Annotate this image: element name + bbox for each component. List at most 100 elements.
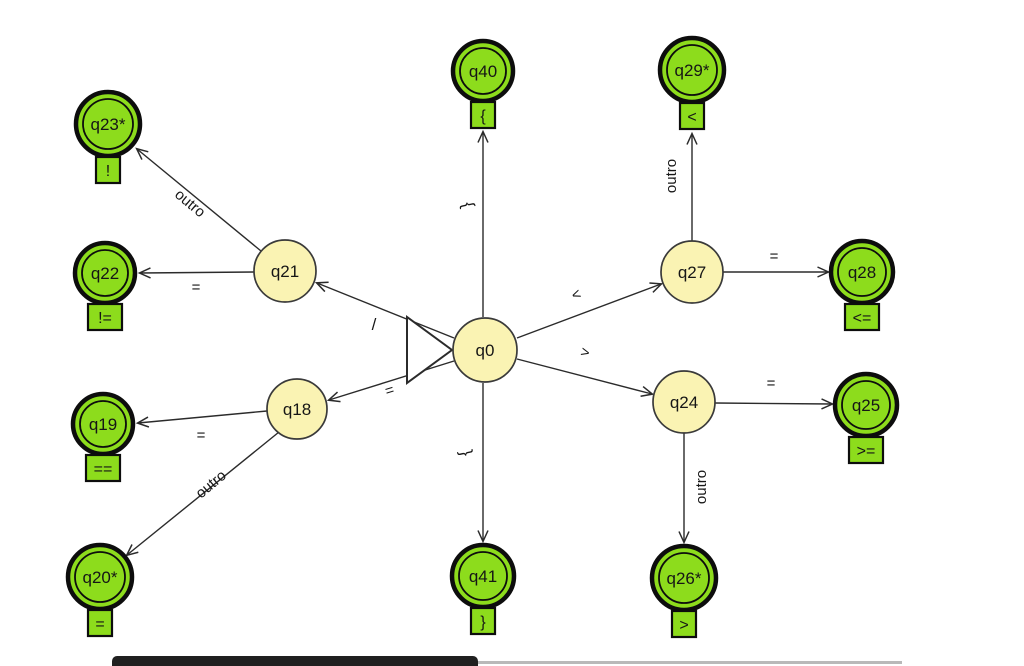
- state-label: q23*: [91, 115, 126, 134]
- state-label: q22: [91, 264, 119, 283]
- transition-q27-q28: =: [723, 248, 831, 278]
- state-output-box: [86, 302, 124, 332]
- accept-state-inner-ring: [74, 551, 126, 603]
- transition-q24-q26: outro: [678, 433, 710, 545]
- states-layer: q0q21q18q27q24q40{q29*<q23*!q22!=q19==q2…: [65, 35, 900, 639]
- transition-q0-q18: =: [326, 360, 455, 403]
- accept-state-inner-ring: [666, 44, 718, 96]
- state-output-label: <: [687, 109, 696, 126]
- transition-label: =: [383, 381, 397, 400]
- start-arrow-marker: [406, 315, 454, 385]
- state-q41: q41}: [449, 542, 517, 636]
- state-output-label: ==: [94, 461, 113, 478]
- transition-arrow: [125, 431, 280, 557]
- transition-label: outro: [693, 470, 710, 504]
- transition-q0-q41: }: [456, 383, 489, 544]
- state-label: q26*: [667, 569, 702, 588]
- transition-label: <: [569, 285, 583, 304]
- accept-state-inner-ring: [841, 380, 891, 430]
- state-output-label: !=: [98, 310, 112, 327]
- state-q0: q0: [452, 317, 518, 383]
- state-output-label: !: [106, 163, 110, 180]
- state-q23: q23*!: [73, 89, 143, 185]
- state-output-label: =: [95, 616, 104, 633]
- accept-state-inner-ring: [79, 400, 127, 448]
- state-label: q28: [848, 263, 876, 282]
- state-output-label: >: [679, 617, 688, 634]
- accept-state-inner-ring: [837, 247, 887, 297]
- transition-q0-q21: /: [314, 281, 455, 339]
- state-label: q20*: [83, 568, 118, 587]
- transition-q27-q29: outro: [663, 131, 698, 241]
- state-output-box: [670, 609, 698, 639]
- state-q27: q27: [660, 240, 724, 304]
- transition-arrow: [516, 358, 655, 397]
- transition-label: >: [579, 343, 592, 362]
- transition-arrow: [714, 398, 835, 410]
- transition-label: outro: [193, 467, 230, 502]
- state-q22: q22 !=: [72, 240, 138, 332]
- transition-arrow: [314, 281, 455, 339]
- transition-q0-q24: >: [516, 343, 655, 397]
- accept-state-inner-ring: [658, 552, 710, 604]
- state-circle: [652, 370, 716, 434]
- transition-label: }: [456, 448, 476, 458]
- state-output-label: {: [480, 108, 486, 125]
- accept-state-inner-ring: [458, 551, 508, 601]
- accept-state-inner-ring: [459, 47, 507, 95]
- transition-label: =: [770, 248, 779, 265]
- transition-arrow: [326, 360, 455, 403]
- state-q40: q40 {: [450, 38, 516, 130]
- state-output-box: [843, 302, 881, 332]
- state-q28: q28 <=: [828, 238, 896, 332]
- state-output-label: <=: [853, 310, 872, 327]
- transition-q0-q40: {: [458, 129, 489, 317]
- transition-label: =: [767, 375, 776, 392]
- transition-label: outro: [663, 159, 680, 193]
- state-circle: [266, 378, 328, 440]
- state-q18: q18: [266, 378, 328, 440]
- state-output-label: }: [480, 614, 486, 631]
- state-label: q27: [678, 263, 706, 282]
- state-label: q19: [89, 415, 117, 434]
- transition-label: {: [458, 200, 478, 210]
- transition-label: =: [197, 427, 206, 444]
- transition-arrow: [516, 282, 664, 339]
- state-label: q41: [469, 567, 497, 586]
- state-label: q25: [852, 396, 880, 415]
- state-q25: q25 >=: [832, 371, 900, 465]
- state-label: q21: [271, 262, 299, 281]
- state-label: q18: [283, 400, 311, 419]
- bottom-edge-line: [478, 661, 902, 664]
- state-q20: q20* =: [65, 542, 135, 638]
- state-q26: q26* >: [649, 543, 719, 639]
- state-circle: [660, 240, 724, 304]
- state-output-box: [469, 100, 497, 130]
- bottom-bar: [112, 656, 478, 666]
- accept-state-inner-ring: [82, 98, 134, 150]
- transition-label: outro: [171, 186, 208, 221]
- state-output-box: [84, 453, 122, 483]
- state-output-box: [94, 155, 122, 185]
- accept-state-inner-ring: [81, 249, 129, 297]
- state-output-box: [469, 606, 497, 636]
- transition-q21-q22: =: [137, 267, 255, 296]
- transition-label: =: [192, 279, 201, 296]
- state-circle: [452, 317, 518, 383]
- state-label: q29*: [675, 61, 710, 80]
- transition-q24-q25: =: [714, 375, 835, 410]
- state-output-box: [86, 608, 114, 638]
- transition-q18-q20: outro: [125, 431, 280, 557]
- state-q24: q24: [652, 370, 716, 434]
- state-q29: q29* <: [657, 35, 727, 131]
- state-q19: q19 ==: [70, 391, 136, 483]
- state-label: q40: [469, 62, 497, 81]
- state-output-label: >=: [857, 443, 876, 460]
- state-q21: q21: [253, 239, 317, 303]
- state-label: q0: [476, 341, 495, 360]
- transition-q18-q19: =: [135, 410, 268, 444]
- transition-arrow: [135, 147, 262, 252]
- state-circle: [253, 239, 317, 303]
